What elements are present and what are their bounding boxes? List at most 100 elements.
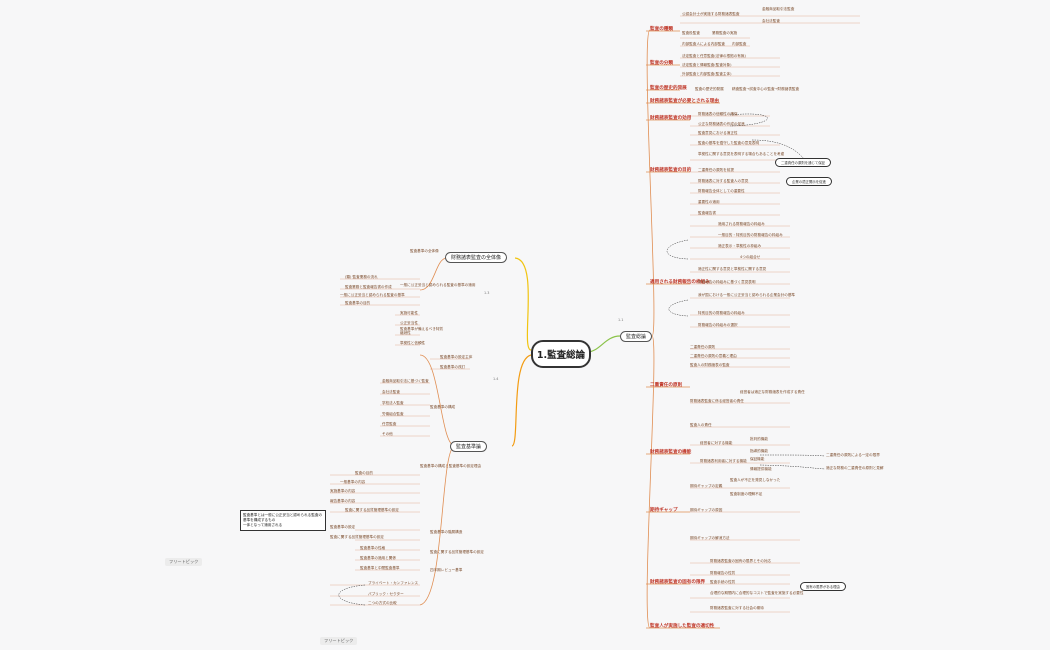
- branch-item[interactable]: 法定監査と情報監査(監査対象): [682, 63, 732, 67]
- branch-item[interactable]: 合理的な期間内に合理的なコストで監査を実施する必要性: [710, 591, 804, 595]
- free-topic[interactable]: フリートピック: [320, 637, 358, 645]
- callout-note[interactable]: 固有の限界がある理由: [800, 582, 846, 591]
- branch-item[interactable]: 監査基準の改訂: [440, 365, 466, 369]
- branch-item[interactable]: 労働組合監査: [382, 412, 404, 416]
- branch-item[interactable]: 保証機能: [750, 457, 765, 461]
- branch-item[interactable]: 二重責任の原則: [690, 345, 716, 349]
- branch-item[interactable]: 二重責任の原則の意義と理由: [690, 354, 737, 358]
- branch-item[interactable]: 外部監査と内部監査(監査主体): [682, 72, 732, 76]
- branch-item[interactable]: 監査基準の構成: [430, 405, 456, 409]
- branch-item[interactable]: 一般目的・特別目的の財務報告の枠組み: [718, 233, 783, 237]
- branch-item[interactable]: 財務報告の性質: [710, 571, 736, 575]
- branch-item[interactable]: 重要性の適用: [698, 200, 720, 204]
- callout-note[interactable]: 二重責任の原則による一定の限界: [826, 453, 880, 457]
- branch-item[interactable]: 監査に関する品質管理基準の設定: [330, 535, 384, 539]
- branch-item[interactable]: 監査の基準を遵守した監査の意見表明: [698, 141, 760, 145]
- branch-item[interactable]: 監査人が不正を発見しなかった: [730, 478, 781, 482]
- grid-item[interactable]: 準拠性と信頼性: [400, 341, 426, 345]
- branch-item[interactable]: プライベート・カンファレンス: [368, 581, 419, 585]
- branch-item[interactable]: 適正表示・準拠性の枠組み: [718, 244, 762, 248]
- branch-audit-history[interactable]: 監査の歴史的発展: [650, 86, 687, 91]
- free-topic[interactable]: フリートピック: [165, 558, 203, 566]
- branch-item[interactable]: 二つの方式の比較: [368, 601, 397, 605]
- branch-item[interactable]: 経営者は適正な財務諸表を作成する責任: [740, 390, 805, 394]
- branch-item[interactable]: 一般基準の内容: [340, 480, 366, 484]
- branch-item[interactable]: 監査基準の目的: [345, 301, 371, 305]
- branch-item[interactable]: 内部監査人による内部監査: [682, 42, 726, 46]
- branch-item[interactable]: 監査に関する品質管理基準の設定: [430, 550, 484, 554]
- branch-item[interactable]: 指導的機能: [750, 449, 768, 453]
- branch-item[interactable]: 財務諸表監査の固有の限界とその対応: [710, 559, 771, 563]
- branch-item[interactable]: 監査基準が備えるべき特質: [400, 327, 444, 331]
- branch-dual-responsibility[interactable]: 二重責任の原則: [650, 383, 683, 388]
- branch-item[interactable]: 監査人の財務諸表の監査: [690, 363, 730, 367]
- branch-item[interactable]: 財務報告の枠組みに基づく意見表明: [698, 280, 756, 284]
- branch-item[interactable]: 監査役監査: [682, 31, 700, 35]
- branch-item[interactable]: 財務諸表に対する監査人の意見: [698, 179, 749, 183]
- branch-item[interactable]: 報告基準の内容: [330, 499, 356, 503]
- branch-item[interactable]: 監査業務と監査報告書の作成: [345, 285, 392, 289]
- branch-item[interactable]: 監査基準の構成と監査基準の設定理由: [420, 464, 482, 468]
- branch-item[interactable]: 金融商品取引法監査: [762, 7, 795, 11]
- branch-item[interactable]: 会社法監査: [382, 390, 400, 394]
- branch-item[interactable]: 一般に公正妥当と認められる監査の基準の適用: [400, 283, 476, 287]
- branch-item[interactable]: 適用される財務報告の枠組み: [718, 222, 765, 226]
- branch-item[interactable]: 監査基準の適用と関係: [360, 556, 396, 560]
- branch-item[interactable]: 財務報告の枠組みの選択: [698, 323, 738, 327]
- branch-item[interactable]: 財務諸表利用者に対する機能: [700, 459, 747, 463]
- right-main-topic[interactable]: 監査総論: [620, 331, 653, 342]
- grid-item[interactable]: 公正妥当性: [400, 321, 418, 325]
- branch-audit-purpose[interactable]: 財務諸表監査の目的: [650, 168, 692, 173]
- branch-item[interactable]: 監査人の責任: [690, 423, 712, 427]
- branch-item[interactable]: 監査手続の性質: [710, 580, 736, 584]
- branch-item[interactable]: 監査報告書: [698, 211, 716, 215]
- branch-item[interactable]: (類) 監査業務の流れ: [345, 275, 378, 279]
- branch-reporting-framework[interactable]: 適用される財務報告の枠組み: [650, 280, 710, 285]
- branch-item[interactable]: その他: [382, 432, 393, 436]
- branch-item[interactable]: 特別目的の財務報告の枠組み: [698, 311, 745, 315]
- branch-item[interactable]: 財務諸表監査に係る経営者の責任: [690, 399, 744, 403]
- branch-item[interactable]: 適正性に関する意見と準拠性に関する意見: [698, 267, 767, 271]
- callout-note[interactable]: 企業の適正開示を促進: [786, 177, 832, 186]
- branch-item[interactable]: 監査基準の階層構造: [430, 530, 463, 534]
- branch-item[interactable]: 期待ギャップの原因: [690, 508, 723, 512]
- branch-item[interactable]: 二重責任の原則を前提: [698, 168, 734, 172]
- branch-item[interactable]: 監査制度の理解不足: [730, 492, 763, 496]
- branch-item[interactable]: 監査の目的: [355, 471, 373, 475]
- note-box[interactable]: 監査基準とは一般に公正妥当と認められる監査の基準を構成するもの 一体となって適用…: [240, 510, 326, 531]
- branch-item[interactable]: 財務諸表監査に対する社会の期待: [710, 606, 764, 610]
- root-topic[interactable]: 1.監査総論: [531, 340, 591, 368]
- branch-item[interactable]: 監査基準と中間監査基準: [360, 566, 400, 570]
- branch-item[interactable]: 4つの組合せ: [740, 255, 761, 259]
- grid-item[interactable]: 実施可能性: [400, 311, 418, 315]
- branch-item[interactable]: 四半期レビュー基準: [430, 568, 463, 572]
- branch-item[interactable]: 金融商品取引法に基づく監査: [382, 379, 429, 383]
- branch-audit-benefits[interactable]: 財務諸表監査の効用: [650, 116, 692, 121]
- branch-item[interactable]: 我が国における一般に公正妥当と認められる企業会計の基準: [698, 293, 796, 297]
- branch-item[interactable]: 情報提供機能: [750, 467, 772, 471]
- callout-note[interactable]: 適正な財務の二重責任の原則と見解: [826, 466, 884, 470]
- branch-inherent-limits[interactable]: 財務諸表監査の固有の限界: [650, 580, 706, 585]
- branch-item[interactable]: 学校法人監査: [382, 401, 404, 405]
- grid-item[interactable]: 継続性: [400, 331, 411, 335]
- branch-item[interactable]: 精査監査→試査中心の監査→財務諸表監査: [732, 87, 800, 91]
- branch-item[interactable]: 会社法監査: [762, 19, 780, 23]
- branch-expectation-gap[interactable]: 期待ギャップ: [650, 508, 678, 513]
- branch-audit-types[interactable]: 監査の種類: [650, 27, 673, 32]
- branch-item[interactable]: 期待ギャップの解消方法: [690, 536, 730, 540]
- branch-item[interactable]: 監査の歴史的発展: [695, 87, 724, 91]
- branch-item[interactable]: 監査基準の設定主体: [440, 355, 473, 359]
- branch-item[interactable]: 公正な財務諸表の作成の促進: [698, 122, 745, 126]
- branch-item[interactable]: 公認会計士が実施する財務諸表監査: [682, 12, 740, 16]
- branch-item[interactable]: 財務報告全体としての重要性: [698, 189, 745, 193]
- branch-why-needed[interactable]: 財務諸表監査が必要とされる理由: [650, 99, 719, 104]
- left-main-top-topic[interactable]: 財務諸表監査の全体像: [445, 252, 508, 263]
- branch-item[interactable]: 任意監査: [382, 422, 397, 426]
- branch-item[interactable]: 準拠性に関する意見を表明する場合もあることを考慮: [698, 152, 785, 156]
- branch-item[interactable]: 監査に関する品質管理基準の設定: [345, 508, 399, 512]
- branch-item[interactable]: 監査基準の性格: [360, 546, 386, 550]
- branch-audit-classification[interactable]: 監査の分類: [650, 61, 673, 66]
- branch-item[interactable]: パブリック・セクター: [368, 592, 404, 596]
- branch-item[interactable]: 財務諸表の信頼性の確保: [698, 112, 738, 116]
- branch-item[interactable]: 内部監査: [732, 42, 747, 46]
